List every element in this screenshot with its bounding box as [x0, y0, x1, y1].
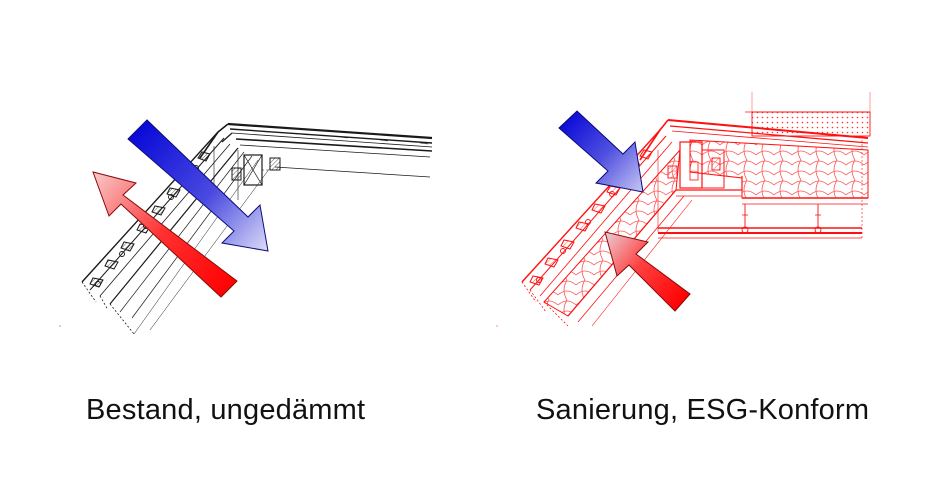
caption-existing: Bestand, ungedämmt	[86, 394, 366, 426]
warm-air-arrow-right	[604, 231, 691, 312]
cold-air-arrow-left	[127, 119, 269, 252]
renovated-roof-detail	[521, 92, 871, 327]
caption-renovated: Sanierung, ESG-Konform	[536, 394, 870, 426]
stray-mark-left	[59, 325, 61, 327]
warm-air-arrow-left	[92, 171, 238, 298]
cold-air-arrow-right	[558, 110, 644, 193]
stray-mark-right	[496, 325, 498, 327]
